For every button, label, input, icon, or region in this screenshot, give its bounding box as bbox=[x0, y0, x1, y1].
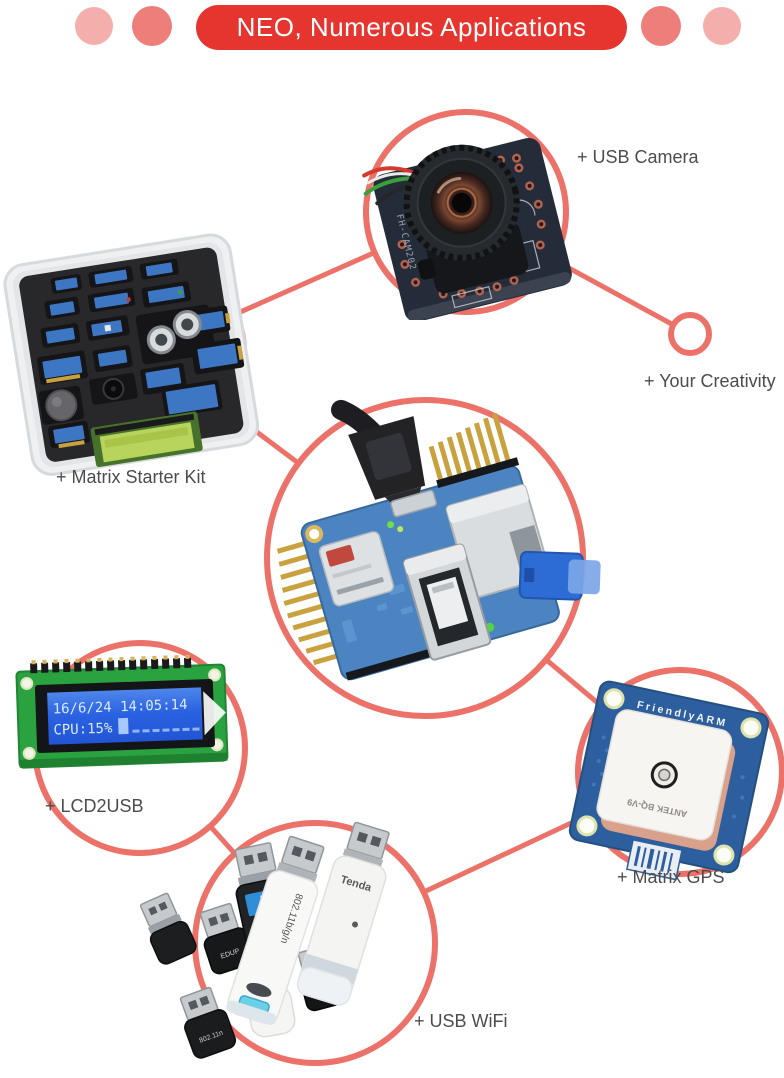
gpio-pins-right bbox=[428, 412, 513, 490]
led-icon bbox=[387, 521, 395, 529]
microsd-card bbox=[318, 531, 395, 607]
glare-highlight bbox=[203, 691, 226, 736]
pcb-traces bbox=[341, 583, 414, 643]
deco-dot-icon bbox=[75, 7, 113, 45]
wifi-dongle-black-nano: 802.11n bbox=[179, 986, 237, 1059]
usb-cable bbox=[331, 399, 426, 506]
your-creativity-label: + Your Creativity bbox=[644, 371, 776, 391]
pcb-dots bbox=[591, 735, 745, 819]
mount-hole-icon bbox=[305, 525, 324, 544]
lcd-cursor bbox=[118, 717, 129, 735]
kit-compartments bbox=[36, 258, 245, 468]
page-title: NEO, Numerous Applications bbox=[236, 12, 587, 42]
gold-pin-combs bbox=[46, 312, 244, 449]
gpio-pins-left bbox=[276, 540, 342, 666]
lcd-dashes bbox=[132, 727, 200, 733]
lcd2usb-label: + LCD2USB bbox=[45, 796, 144, 816]
gps-label-sticker bbox=[625, 838, 683, 881]
ultrasonic-sensor-icon bbox=[146, 310, 202, 355]
your-creativity-circle bbox=[668, 312, 712, 356]
buzzer-icon bbox=[102, 377, 125, 400]
usb-camera-photo: FH-CAM202 bbox=[362, 137, 572, 320]
deco-dot-icon bbox=[703, 7, 741, 45]
deco-dot-icon bbox=[132, 6, 172, 46]
led-icon bbox=[397, 526, 404, 533]
micro-usb-port bbox=[390, 489, 438, 518]
neo-board-photo bbox=[276, 399, 601, 681]
ethernet-plug bbox=[518, 550, 601, 601]
lcd-line1: 16/6/24 14:05:14 bbox=[52, 697, 187, 718]
camera-lens-icon bbox=[403, 144, 520, 261]
title-banner: NEO, Numerous Applications bbox=[196, 5, 627, 50]
usb-a-port bbox=[402, 543, 492, 661]
kit-lcd-module bbox=[90, 411, 203, 468]
wifi-dongle-white-stick: 802.11b/g/n bbox=[226, 835, 325, 1025]
matrix-gps-photo: FriendlyARM ANTEK BQ-V9 bbox=[568, 680, 770, 881]
wifi-dongle-black-nano bbox=[139, 892, 197, 965]
starter-kit-photo bbox=[3, 233, 260, 476]
matrix-gps-label: + Matrix GPS bbox=[617, 867, 725, 887]
joystick-icon bbox=[45, 389, 78, 422]
lcd-pin-header bbox=[30, 654, 192, 674]
usb-wifi-photo: 802.11n EDUP bbox=[139, 821, 390, 1059]
wifi-dongle-tenda: Tenda bbox=[296, 821, 390, 1006]
solder-vias bbox=[397, 153, 546, 299]
gps-antenna: ANTEK BQ-V9 bbox=[596, 709, 736, 851]
mount-holes bbox=[576, 688, 762, 866]
lcd2usb-photo: 16/6/24 14:05:14 CPU:15% bbox=[15, 654, 229, 769]
lcd-line2: CPU:15% bbox=[53, 720, 113, 738]
deco-dot-icon bbox=[641, 6, 681, 46]
usb-wifi-label: + USB WiFi bbox=[414, 1011, 508, 1031]
usb-camera-label: + USB Camera bbox=[577, 147, 699, 167]
matrix-starter-kit-label: + Matrix Starter Kit bbox=[56, 467, 206, 487]
